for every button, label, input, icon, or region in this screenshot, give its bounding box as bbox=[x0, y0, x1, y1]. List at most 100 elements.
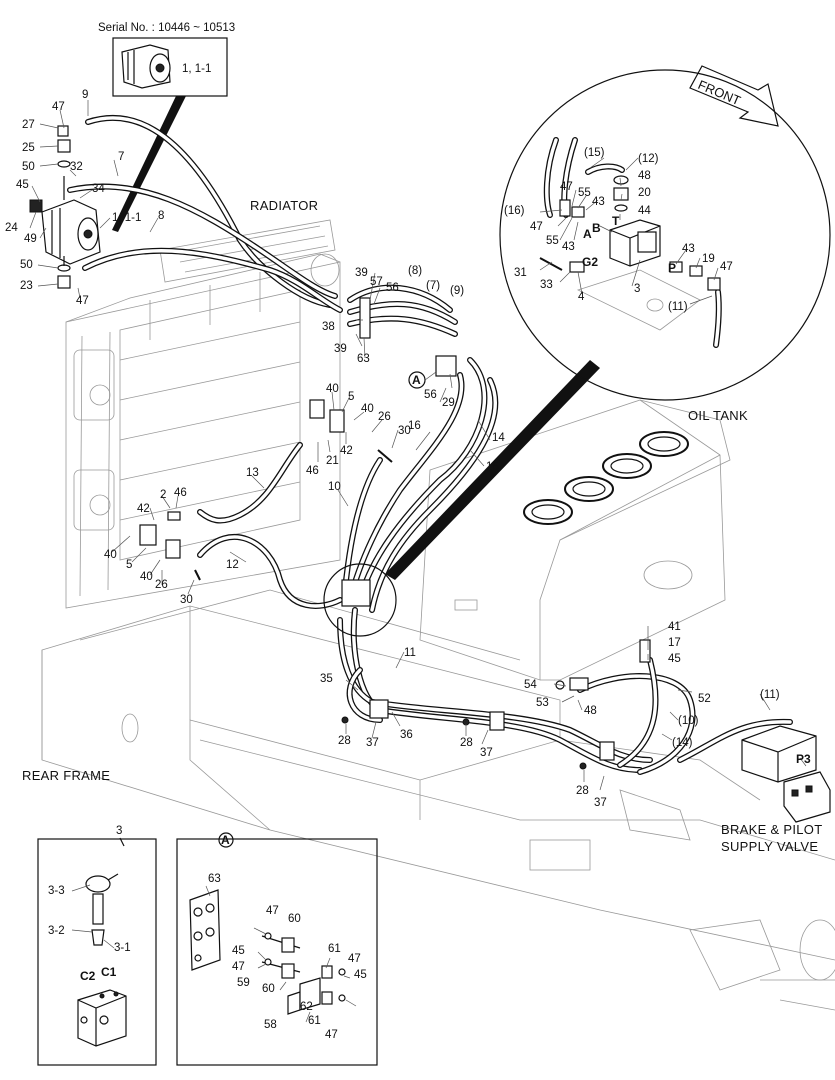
callout-a-label: A bbox=[412, 373, 421, 387]
label-54: 54 bbox=[524, 679, 537, 691]
front-label: FRONT bbox=[696, 77, 743, 108]
label-26-a: 26 bbox=[378, 411, 391, 423]
label-7: 7 bbox=[118, 151, 124, 163]
circle-label-19: 19 bbox=[702, 253, 715, 265]
label-34: 34 bbox=[92, 183, 105, 195]
circle-label-g2: G2 bbox=[582, 255, 598, 269]
label-49: 49 bbox=[24, 233, 37, 245]
label-47-top: 47 bbox=[52, 101, 65, 113]
circle-label-3: 3 bbox=[634, 283, 640, 295]
label-16: 16 bbox=[408, 420, 421, 432]
circle-label-44: 44 bbox=[638, 205, 651, 217]
label-2: 2 bbox=[160, 489, 166, 501]
circle-label-20: 20 bbox=[638, 187, 651, 199]
label-8-paren: (8) bbox=[408, 265, 422, 277]
pump-inset-drawing bbox=[121, 44, 171, 89]
label-5-a: 5 bbox=[348, 391, 354, 403]
insetA-label-60a: 60 bbox=[288, 913, 301, 925]
insetA-label-47b: 47 bbox=[232, 961, 245, 973]
brake-pilot-supply-valve: BRAKE & PILOT SUPPLY VALVE bbox=[721, 725, 831, 854]
label-10: 10 bbox=[328, 481, 341, 493]
circle-label-47c: 47 bbox=[720, 261, 733, 273]
circle-label-55a: 55 bbox=[578, 187, 591, 199]
insetA-label-45b: 45 bbox=[354, 969, 367, 981]
label-40-d: 40 bbox=[140, 571, 153, 583]
label-56-a: 56 bbox=[386, 282, 399, 294]
label-57: 57 bbox=[370, 276, 383, 288]
label-41: 41 bbox=[668, 621, 681, 633]
label-53: 53 bbox=[536, 697, 549, 709]
rear-frame: REAR FRAME bbox=[22, 589, 835, 1011]
inset3-label-c1: C1 bbox=[101, 965, 117, 979]
label-46-b: 46 bbox=[174, 487, 187, 499]
circle-label-43c: 43 bbox=[682, 243, 695, 255]
mid-labels: 39 57 56 (8) (7) (9) 38 39 63 56 29 40 5… bbox=[104, 265, 811, 809]
circle-label-t: T bbox=[612, 214, 620, 228]
inset3-title: 3 bbox=[116, 825, 122, 837]
callout-a: A bbox=[408, 371, 437, 389]
oil-tank: OIL TANK bbox=[419, 399, 748, 681]
circle-label-4: 4 bbox=[578, 291, 585, 303]
circle-leader-lines bbox=[539, 157, 719, 305]
label-42-a: 42 bbox=[340, 445, 353, 457]
label-56-b: 56 bbox=[424, 389, 437, 401]
pump-inset-label: 1, 1-1 bbox=[182, 63, 211, 75]
circle-label-b: B bbox=[592, 221, 601, 235]
label-52: 52 bbox=[698, 693, 711, 705]
circle-label-31: 31 bbox=[514, 267, 527, 279]
label-17: 17 bbox=[668, 637, 681, 649]
label-46-a: 46 bbox=[306, 465, 319, 477]
circle-label-43b: 43 bbox=[562, 241, 575, 253]
label-36: 36 bbox=[400, 729, 413, 741]
label-50-bottom: 50 bbox=[20, 259, 33, 271]
inset-a: A 63 47 60 45 47 59 60 61 47 45 58 62 61… bbox=[176, 832, 378, 1066]
label-37-c: 37 bbox=[594, 797, 607, 809]
inset3-label-c2: C2 bbox=[80, 969, 96, 983]
oil-tank-label: OIL TANK bbox=[688, 408, 748, 423]
label-37-a: 37 bbox=[366, 737, 379, 749]
insetA-label-59: 59 bbox=[237, 977, 250, 989]
label-40-b: 40 bbox=[361, 403, 374, 415]
circle-label-p: P bbox=[668, 261, 676, 275]
label-5-b: 5 bbox=[126, 559, 132, 571]
label-32: 32 bbox=[70, 161, 83, 173]
radiator-label: RADIATOR bbox=[250, 198, 318, 213]
circle-label-12: (12) bbox=[638, 153, 659, 165]
label-42-b: 42 bbox=[137, 503, 150, 515]
label-15: 15 bbox=[486, 461, 499, 473]
label-11-paren: (11) bbox=[760, 689, 780, 701]
insetA-label-58: 58 bbox=[264, 1019, 277, 1031]
label-23: 23 bbox=[20, 280, 33, 292]
circle-label-a: A bbox=[583, 227, 592, 241]
label-45-mid: 45 bbox=[668, 653, 681, 665]
label-40-a: 40 bbox=[326, 383, 339, 395]
junction-leader bbox=[385, 360, 600, 580]
circle-label-47b: 47 bbox=[530, 221, 543, 233]
label-21: 21 bbox=[326, 455, 339, 467]
inset3-label-3-3: 3-3 bbox=[48, 885, 65, 897]
label-30-a: 30 bbox=[398, 425, 411, 437]
circle-label-16: (16) bbox=[504, 205, 525, 217]
circle-label-43a: 43 bbox=[592, 196, 605, 208]
circle-label-48: 48 bbox=[638, 170, 651, 182]
label-1-1-1: 1, 1-1 bbox=[112, 212, 141, 224]
label-39-a: 39 bbox=[355, 267, 368, 279]
inset3-label-3-2: 3-2 bbox=[48, 925, 65, 937]
label-50-top: 50 bbox=[22, 161, 35, 173]
circle-label-11: (11) bbox=[668, 301, 688, 313]
label-47-bottom: 47 bbox=[76, 295, 89, 307]
label-29: 29 bbox=[442, 397, 455, 409]
label-12: 12 bbox=[226, 559, 239, 571]
label-10-paren: (10) bbox=[678, 715, 699, 727]
label-40-c: 40 bbox=[104, 549, 117, 561]
circle-label-15: (15) bbox=[584, 147, 605, 159]
label-30-b: 30 bbox=[180, 594, 193, 606]
pump-inset-box bbox=[112, 37, 228, 97]
label-11: 11 bbox=[404, 647, 416, 659]
label-9-paren: (9) bbox=[450, 285, 464, 297]
insetA-label-47d: 47 bbox=[325, 1029, 338, 1041]
brake-valve-label-2: SUPPLY VALVE bbox=[721, 839, 818, 854]
serial-number: Serial No. : 10446 ~ 10513 bbox=[98, 22, 235, 34]
circle-label-55b: 55 bbox=[546, 235, 559, 247]
